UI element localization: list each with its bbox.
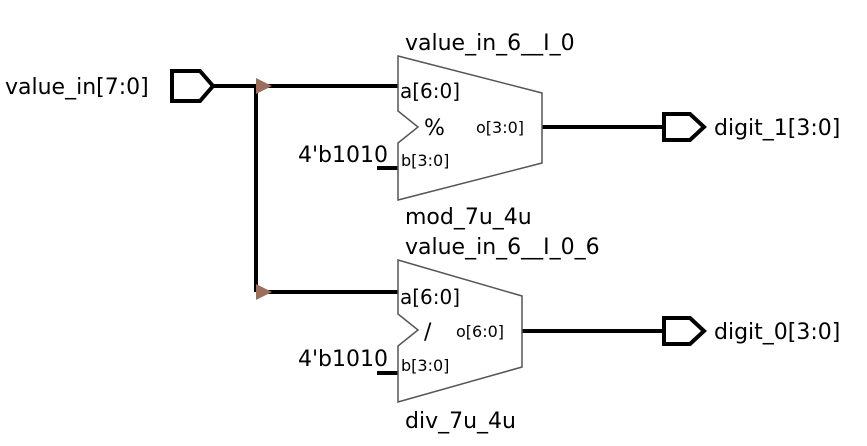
input-port-label: value_in[7:0] bbox=[5, 75, 149, 100]
mod-cell-body bbox=[397, 55, 543, 201]
mod-type-name: mod_7u_4u bbox=[405, 205, 532, 230]
cell-div[interactable]: value_in_6__I_0_6 a[6:0] / o[6:0] b[3:0]… bbox=[298, 235, 600, 434]
div-instance-name: value_in_6__I_0_6 bbox=[405, 235, 600, 260]
mod-instance-name: value_in_6__I_0 bbox=[405, 31, 575, 56]
output-port-shape bbox=[662, 316, 707, 346]
bus-marker-bottom bbox=[256, 284, 272, 300]
div-constant: 4'b1010 bbox=[298, 347, 388, 372]
div-cell-body bbox=[397, 259, 523, 403]
mod-pin-b: b[3:0] bbox=[401, 151, 449, 170]
mod-constant: 4'b1010 bbox=[298, 143, 388, 168]
wires bbox=[213, 84, 664, 375]
output-port-digit-0[interactable]: digit_0[3:0] bbox=[662, 316, 840, 346]
mod-operator: % bbox=[424, 116, 445, 141]
div-pin-a: a[6:0] bbox=[400, 285, 460, 309]
input-port-shape bbox=[170, 69, 216, 103]
div-pin-b: b[3:0] bbox=[401, 356, 449, 375]
bus-marker-top bbox=[256, 78, 272, 94]
output-port-digit-1[interactable]: digit_1[3:0] bbox=[662, 112, 840, 142]
div-operator: / bbox=[424, 320, 432, 345]
div-type-name: div_7u_4u bbox=[405, 409, 516, 434]
mod-pin-o: o[3:0] bbox=[476, 118, 524, 137]
mod-pin-a: a[6:0] bbox=[400, 79, 460, 103]
output-port-label: digit_1[3:0] bbox=[714, 116, 840, 141]
div-pin-o: o[6:0] bbox=[456, 322, 504, 341]
cell-mod[interactable]: value_in_6__I_0 a[6:0] % o[3:0] b[3:0] 4… bbox=[298, 31, 575, 230]
input-port-value-in[interactable]: value_in[7:0] bbox=[5, 69, 216, 103]
output-port-label: digit_0[3:0] bbox=[714, 320, 840, 345]
output-port-shape bbox=[662, 112, 707, 142]
